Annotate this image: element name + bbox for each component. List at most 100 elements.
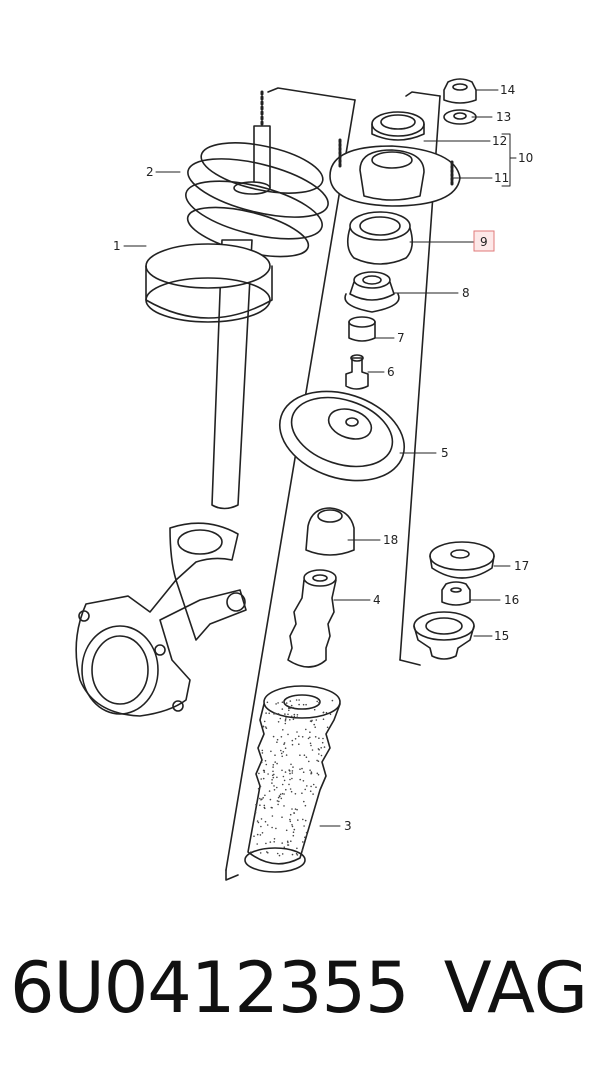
stipple-dot	[258, 772, 260, 775]
stipple-dot	[298, 699, 300, 701]
stipple-dot	[276, 741, 278, 743]
stipple-dot	[268, 712, 271, 715]
stipple-dot	[291, 770, 294, 772]
stipple-dot	[283, 779, 286, 782]
stipple-dot	[293, 812, 295, 814]
stipple-dot	[285, 717, 287, 719]
callout-8: 8	[462, 286, 470, 300]
stipple-dot	[289, 719, 291, 721]
stipple-dot	[317, 773, 320, 776]
brand-name: VAG	[443, 947, 588, 1029]
stipple-dot	[313, 723, 316, 726]
stipple-dot	[305, 756, 308, 758]
stipple-dot	[290, 715, 293, 718]
stipple-dot	[283, 743, 285, 745]
leader-lines	[123, 89, 517, 827]
stipple-dot	[301, 767, 303, 770]
stipple-dot	[291, 743, 294, 746]
stipple-dot	[292, 766, 294, 768]
stipple-dot	[310, 771, 313, 773]
stipple-dot	[312, 793, 314, 795]
stipple-dot	[289, 813, 292, 816]
stipple-dot	[292, 706, 294, 709]
stipple-dot	[261, 832, 264, 834]
coil-spring	[185, 142, 329, 258]
stipple-dot	[288, 707, 290, 709]
stipple-dot	[329, 713, 332, 716]
stipple-dot	[285, 829, 288, 832]
stipple-dot	[316, 700, 319, 703]
stipple-dot	[272, 766, 274, 768]
callout-11: 11	[494, 171, 509, 185]
stipple-dot	[264, 820, 267, 823]
stipple-dot	[299, 768, 301, 770]
stipple-dot	[290, 704, 293, 707]
stipple-dot	[288, 709, 290, 712]
stipple-dot	[325, 711, 328, 714]
stipple-dot	[305, 831, 308, 834]
stipple-dot	[284, 718, 287, 721]
exploded-strut-diagram: 1 2 3 4 5 6 7 8 9 10 11 12 13 14 15 16 1…	[75, 78, 533, 881]
strut-mount-plate	[329, 138, 461, 207]
callout-17: 17	[514, 559, 529, 573]
stipple-dot	[279, 793, 282, 796]
spacer-sleeve	[345, 354, 369, 390]
stipple-dot	[278, 795, 281, 797]
bushing	[348, 316, 376, 342]
stipple-dot	[261, 752, 264, 754]
rubber-buffer	[305, 507, 355, 556]
stipple-dot	[296, 808, 298, 811]
stipple-dot	[294, 808, 297, 810]
stipple-dot	[296, 716, 299, 718]
stipple-dot	[306, 833, 308, 836]
stipple-dot	[273, 841, 276, 843]
stipple-dot	[291, 853, 294, 856]
stipple-dot	[289, 778, 291, 781]
stipple-dot	[305, 703, 307, 706]
stipple-dot	[272, 735, 275, 738]
stipple-dot	[276, 762, 278, 765]
stipple-dot	[281, 816, 283, 818]
stipple-dot	[273, 785, 275, 787]
stipple-dot	[291, 777, 293, 780]
stipple-dot	[277, 702, 279, 704]
stipple-dot	[276, 852, 279, 855]
callout-18: 18	[383, 533, 398, 547]
stipple-dot	[322, 711, 325, 714]
stipple-dot	[283, 742, 286, 744]
stipple-dot	[265, 842, 267, 845]
stipple-dot	[274, 712, 277, 715]
stipple-dot	[290, 763, 292, 766]
stipple-dot	[309, 736, 311, 739]
stipple-dot	[289, 772, 291, 775]
stipple-dot	[304, 836, 306, 839]
stipple-dot	[292, 718, 295, 721]
stipple-dot	[256, 820, 259, 822]
stipple-dot	[314, 726, 317, 728]
stipple-dot	[310, 772, 312, 775]
stipple-dot	[278, 800, 280, 803]
stipple-dot	[276, 786, 278, 789]
stipple-dot	[262, 725, 265, 728]
stipple-dot	[293, 715, 296, 718]
stipple-dot	[281, 792, 284, 795]
stipple-dot	[273, 712, 276, 714]
stipple-dot	[283, 846, 286, 848]
stipple-dot	[271, 815, 274, 817]
stipple-dot	[284, 722, 287, 725]
stipple-dot	[260, 778, 263, 780]
stipple-dot	[295, 852, 298, 855]
stipple-dot	[264, 726, 267, 728]
stipple-dot	[311, 749, 314, 751]
stipple-dot	[285, 788, 287, 791]
stipple-dot	[296, 714, 299, 716]
stipple-dot	[323, 746, 326, 748]
stipple-dot	[272, 770, 274, 773]
stipple-dot	[259, 804, 261, 806]
stipple-dot	[286, 840, 289, 843]
stipple-dot	[309, 731, 311, 733]
stipple-dot	[276, 738, 279, 741]
stipple-dot	[320, 747, 323, 749]
stipple-dot	[315, 719, 318, 721]
stipple-dot	[322, 718, 325, 720]
